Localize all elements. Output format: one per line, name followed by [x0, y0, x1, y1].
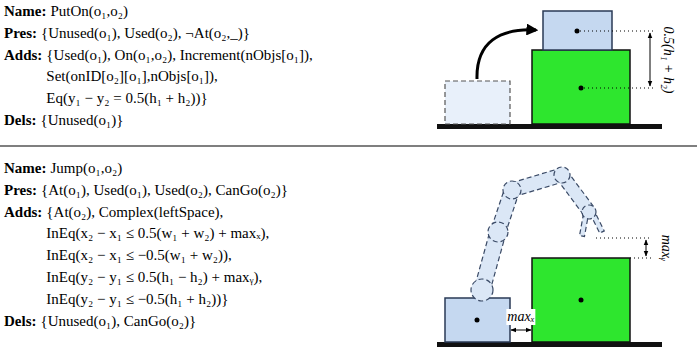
center-dot [579, 86, 584, 91]
dotted-guide [630, 258, 652, 259]
field-name: Pres: [4, 180, 37, 202]
green-box [532, 258, 630, 342]
center-dot [579, 298, 584, 303]
field-name: Adds: [4, 202, 42, 224]
field-name: Name: [4, 158, 46, 180]
ghost-box [445, 81, 510, 124]
blue-box [543, 11, 612, 50]
dimension-label: maxᵧ [658, 235, 674, 262]
move-arrow [477, 30, 536, 79]
delete-effects: {Unused(o₁)} [41, 110, 124, 132]
arm-joint [582, 205, 596, 219]
separator-line [0, 145, 697, 146]
puton-illustration [437, 11, 662, 129]
arm-joint [503, 181, 521, 199]
jump-illustration [437, 167, 662, 347]
arm-joint [471, 279, 493, 301]
dimension-arrow [511, 330, 531, 331]
center-dot [475, 318, 480, 323]
arm-joint [488, 222, 508, 242]
dimension-label: 0.5(h₁ + h₂) [660, 26, 676, 93]
add-effects: {At(o₂), Complex(leftSpace), InEq(x₂ − x… [46, 202, 269, 311]
dotted-guide [580, 31, 656, 32]
preconditions: {Unused(o₁), Used(o₂), ¬At(o₂,_)} [41, 23, 250, 45]
dimension-arrow [646, 240, 647, 256]
robot-arm [471, 167, 604, 301]
dimension-label: maxₓ [506, 309, 535, 325]
action-name: PutOn(o₁,o₂) [50, 1, 128, 23]
field-name: Adds: [4, 45, 42, 67]
dimension-arrow [650, 33, 651, 86]
green-box [532, 50, 630, 124]
arm-joint [554, 167, 570, 183]
field-name: Name: [4, 1, 46, 23]
dotted-guide [596, 238, 652, 239]
field-name: Dels: [4, 311, 37, 333]
dotted-guide [584, 88, 656, 89]
blue-box [445, 298, 510, 342]
add-effects: {Used(o₁), On(o₁,o₂), Increment(nObjs[o₁… [46, 45, 312, 110]
field-name: Pres: [4, 23, 37, 45]
preconditions: {At(o₁), Used(o₁), Used(o₂), CanGo(o₂)} [41, 180, 288, 202]
field-name: Dels: [4, 110, 37, 132]
delete-effects: {Unused(o₁), CanGo(o₂)} [41, 311, 197, 333]
center-dot [575, 29, 580, 34]
action-name: Jump(o₁,o₂) [50, 158, 122, 180]
